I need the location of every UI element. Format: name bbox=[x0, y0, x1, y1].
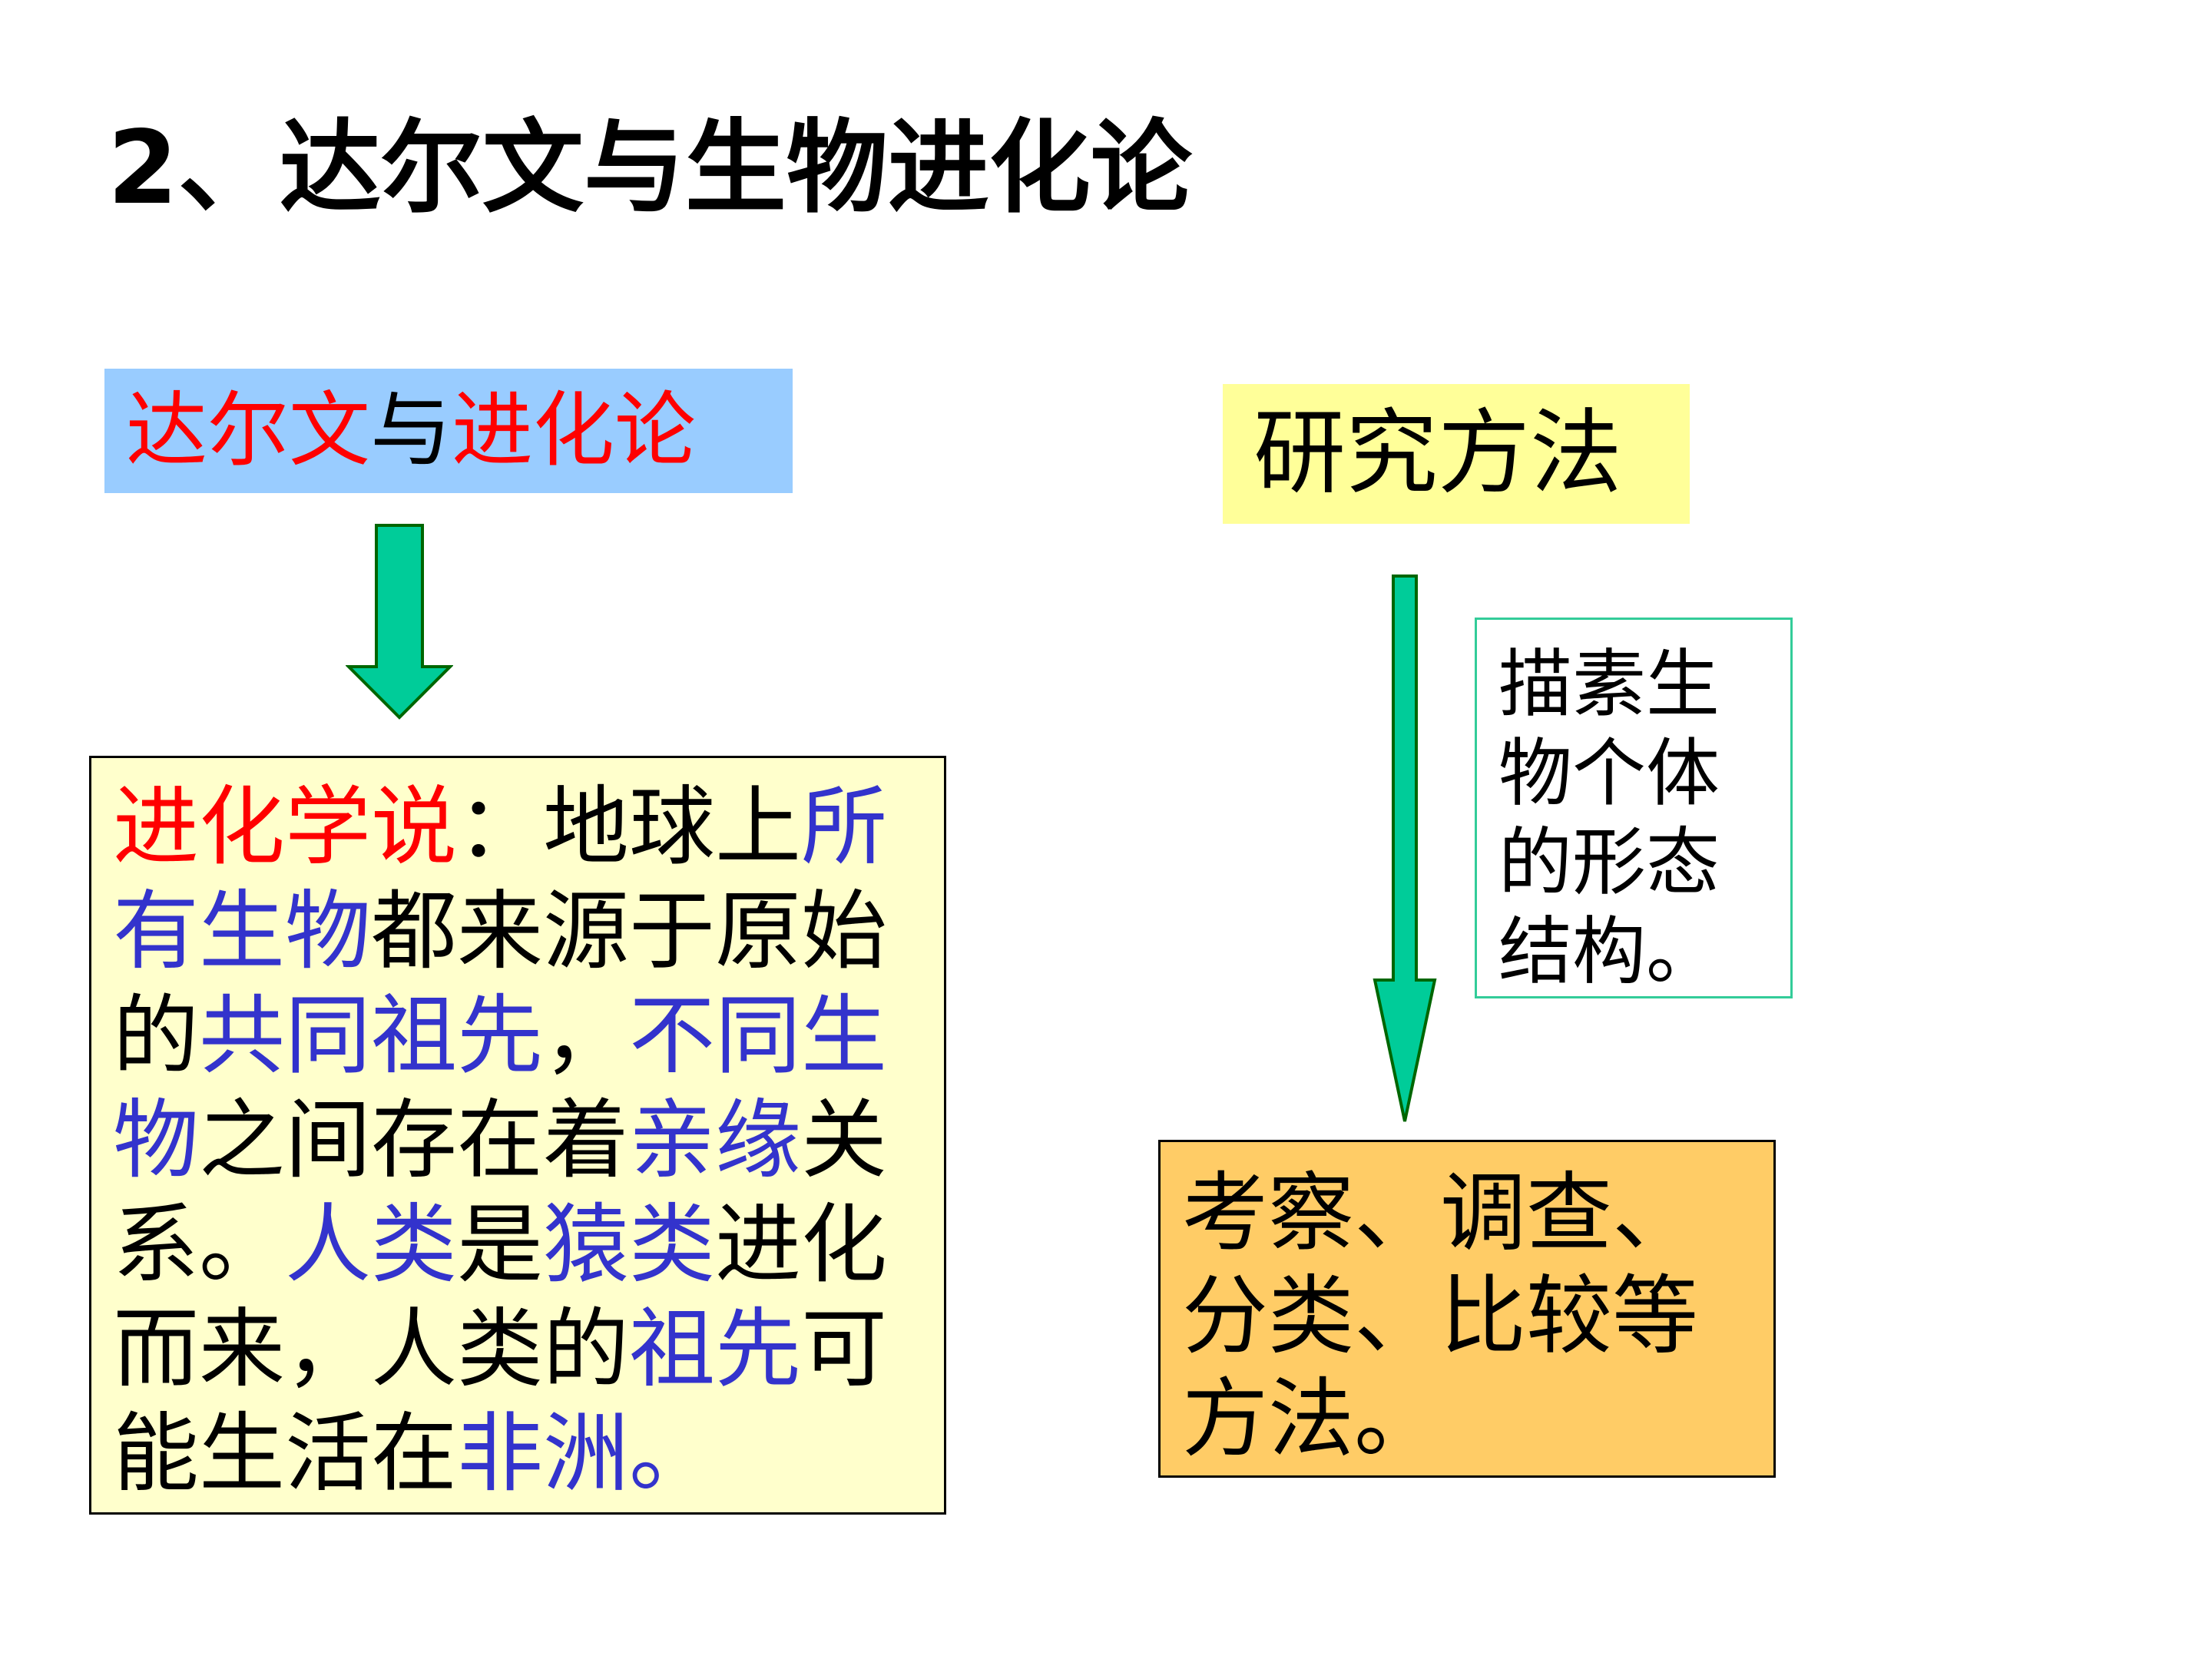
description-line: 物个体 bbox=[1498, 730, 1720, 816]
theory-keyword: 非洲 bbox=[457, 1404, 629, 1504]
research-methods-heading: 研究方法 bbox=[1223, 384, 1690, 524]
darwin-evolution-heading: 达尔文与进化论 bbox=[104, 369, 793, 493]
theory-line: 物之间存在着亲缘关 bbox=[113, 1088, 944, 1193]
theory-line: 的共同祖先，不同生 bbox=[113, 984, 944, 1088]
theory-keyword: 不同生 bbox=[629, 986, 887, 1086]
theory-keyword: 所 bbox=[801, 777, 887, 877]
theory-text: 之间存在着 bbox=[199, 1091, 629, 1190]
theory-text: ， bbox=[543, 986, 629, 1086]
theory-text: ：地球上 bbox=[457, 777, 801, 877]
theory-text: 而来，人类的 bbox=[113, 1300, 629, 1399]
heading-part-and: 与 bbox=[370, 383, 452, 478]
theory-line: 能生活在非洲。 bbox=[113, 1402, 944, 1506]
theory-keyword: 猿类 bbox=[543, 1195, 715, 1295]
theory-text: 关 bbox=[801, 1091, 887, 1190]
theory-line: 而来，人类的祖先可 bbox=[113, 1297, 944, 1402]
theory-keyword: 。 bbox=[629, 1404, 715, 1504]
description-line: 的形态 bbox=[1498, 820, 1720, 906]
down-arrow-right-icon bbox=[1373, 575, 1437, 1122]
heading-part-darwin: 达尔文 bbox=[126, 383, 370, 478]
theory-line: 系。人类是猿类进化 bbox=[113, 1193, 944, 1297]
theory-keyword: 共同祖先 bbox=[199, 986, 543, 1086]
methods-box: 考察、调查、 分类、比较等 方法。 bbox=[1158, 1140, 1776, 1478]
theory-line: 有生物都来源于原始 bbox=[113, 879, 944, 984]
evolution-theory-box: 进化学说：地球上所 有生物都来源于原始 的共同祖先，不同生 物之间存在着亲缘关 … bbox=[89, 756, 946, 1515]
theory-keyword: 物 bbox=[113, 1091, 199, 1190]
description-line: 描素生 bbox=[1498, 641, 1720, 727]
theory-text: 是 bbox=[457, 1195, 543, 1295]
description-line: 结构。 bbox=[1498, 909, 1720, 995]
theory-text: 能生活在 bbox=[113, 1404, 457, 1504]
theory-line: 进化学说：地球上所 bbox=[113, 775, 944, 879]
theory-text: 的 bbox=[113, 986, 199, 1086]
theory-text: 都来源于原始 bbox=[371, 882, 887, 982]
theory-keyword: 人类 bbox=[285, 1195, 457, 1295]
down-arrow-left-icon bbox=[346, 524, 453, 720]
theory-term-evolution-theory: 进化学说 bbox=[113, 777, 457, 877]
theory-keyword: 亲缘 bbox=[629, 1091, 801, 1190]
theory-text: 进化 bbox=[715, 1195, 887, 1295]
theory-keyword: 有生物 bbox=[113, 882, 371, 982]
methods-line: 考察、调查、 bbox=[1182, 1164, 1698, 1263]
theory-text: 可 bbox=[801, 1300, 887, 1399]
methods-line: 分类、比较等 bbox=[1182, 1267, 1698, 1366]
morphology-description-box: 描素生 物个体 的形态 结构。 bbox=[1475, 618, 1793, 998]
methods-line: 方法。 bbox=[1182, 1369, 1440, 1469]
theory-text: 系。 bbox=[113, 1195, 285, 1295]
theory-keyword: 祖先 bbox=[629, 1300, 801, 1399]
slide-title: 2、达尔文与生物进化论 bbox=[108, 109, 1192, 227]
heading-part-evolution: 进化论 bbox=[452, 383, 696, 478]
